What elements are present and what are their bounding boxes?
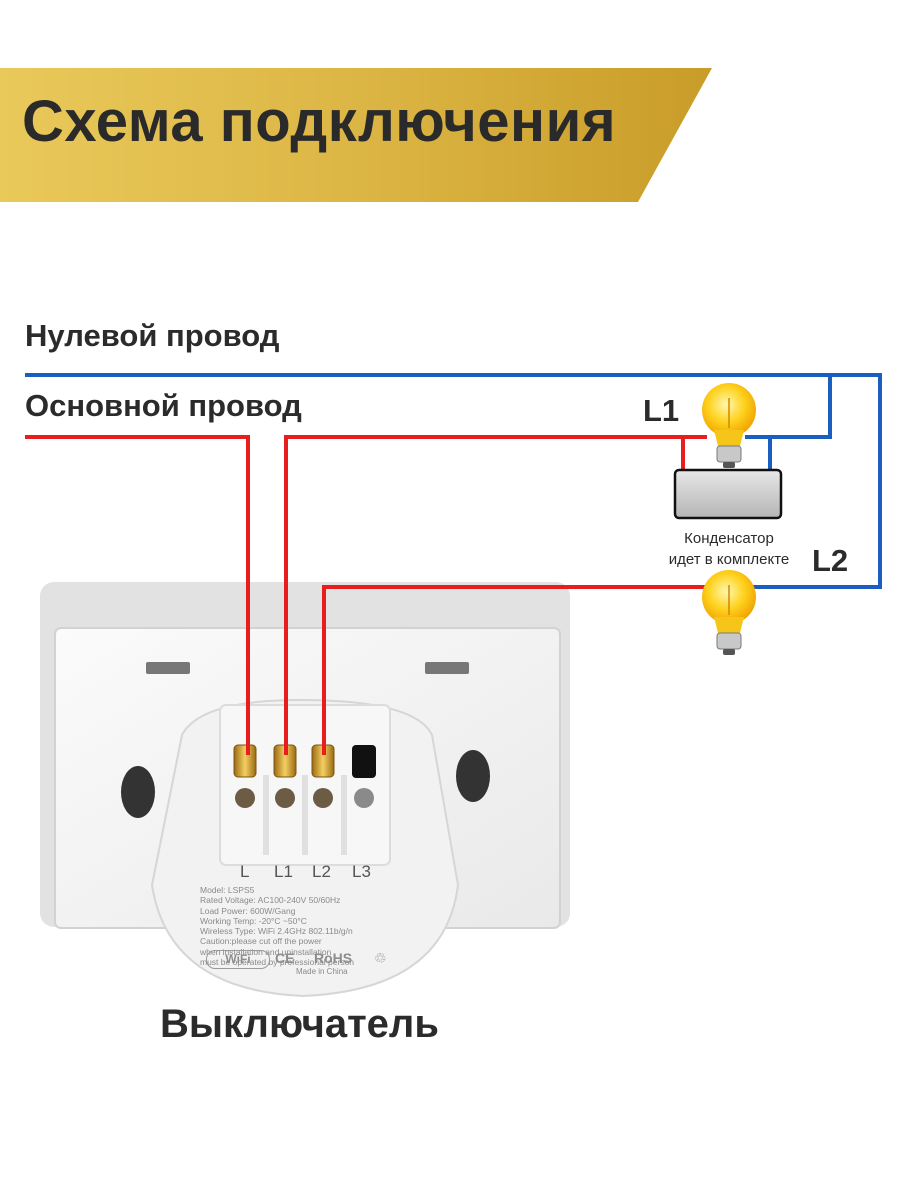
switch-label: Выключатель — [160, 1002, 439, 1046]
lamp-l1-icon — [702, 383, 756, 468]
plate-line: Working Temp: -20°C ~50°C — [200, 915, 307, 926]
ce-mark: CE — [275, 950, 295, 966]
capacitor-label: Конденсатор идет в комплекте — [650, 528, 808, 570]
neutral-wire — [25, 373, 882, 589]
lamp-l2-icon — [702, 570, 756, 655]
wifi-badge: WiFi — [206, 950, 270, 969]
lamp-l2-label: L2 — [812, 543, 849, 578]
capacitor — [673, 468, 783, 520]
title-banner — [0, 68, 712, 202]
terminal-label-l1: L1 — [274, 862, 293, 881]
plate-line: must be operated by professional person — [200, 957, 355, 968]
terminal-label-l: L — [240, 862, 250, 881]
phase-wires — [25, 435, 707, 755]
phase-wire-label: Основной провод — [25, 388, 302, 423]
plate-line: Rated Voltage: AC100-240V 50/60Hz — [200, 895, 341, 906]
neutral-wire-label: Нулевой провод — [25, 318, 280, 353]
lamp-l1-label: L1 — [643, 393, 680, 428]
page-title: Схема подключения — [22, 89, 617, 154]
capacitor-label-line1: Конденсатор — [684, 530, 774, 547]
made-in-label: Made in China — [296, 967, 348, 976]
rohs-mark: RoHS — [314, 950, 353, 966]
plate-line: Load Power: 600W/Gang — [200, 905, 296, 916]
terminal-label-l3: L3 — [352, 862, 371, 881]
terminal-label-l2: L2 — [312, 862, 331, 881]
switch-module — [150, 698, 460, 998]
plate-line: Caution:please cut off the power — [200, 936, 322, 947]
plate-line: Wireless Type: WiFi 2.4GHz 802.11b/g/n — [200, 926, 353, 937]
plate-line: Model: LSPS5 — [200, 885, 255, 895]
weee-icon: ♲ — [374, 950, 387, 966]
capacitor-label-line2: идет в комплекте — [668, 551, 790, 568]
